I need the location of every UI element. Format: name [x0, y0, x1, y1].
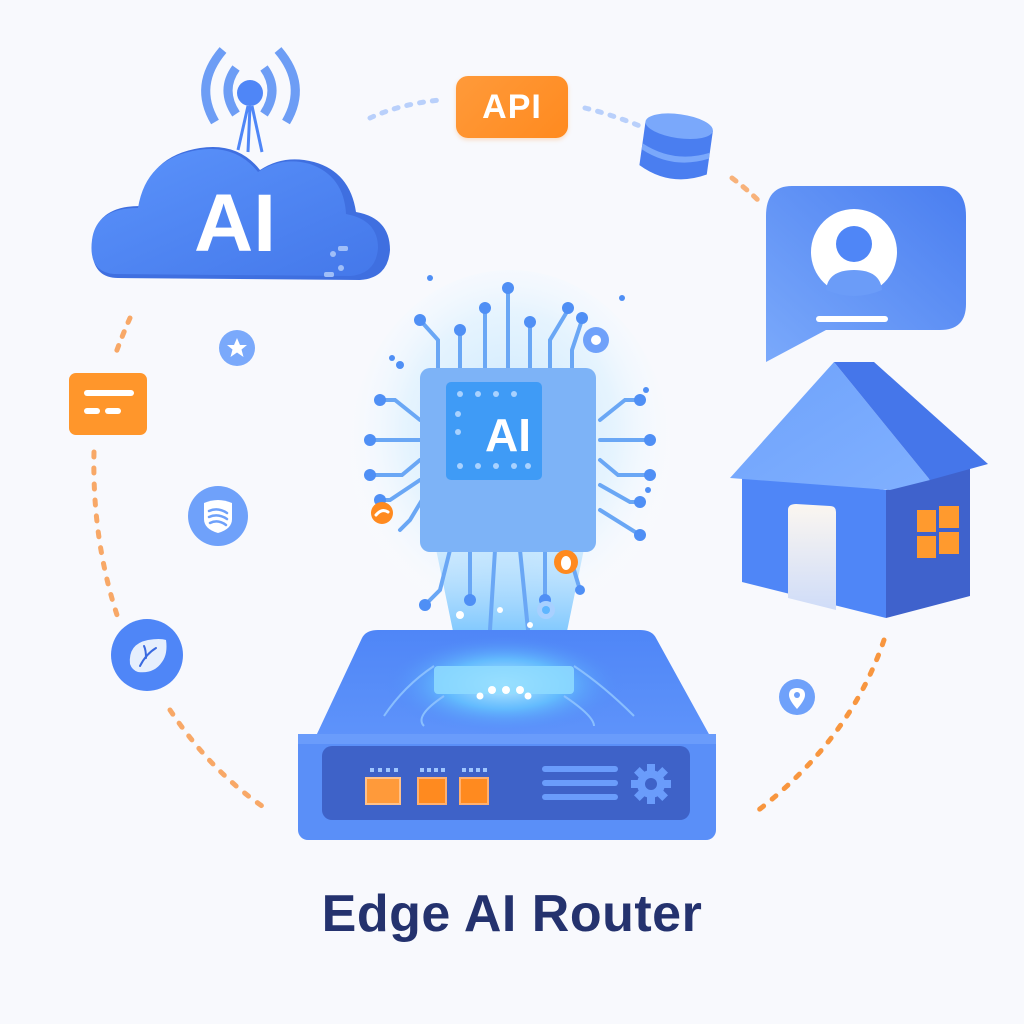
menu-lines-icon: [542, 766, 618, 800]
shield-icon: [188, 486, 248, 546]
location-pin-icon: [779, 679, 815, 715]
cloud-icon: [91, 47, 390, 280]
star-icon: [219, 330, 255, 366]
user-chat-bubble-icon: [766, 186, 966, 362]
antenna-signal-icon: [201, 47, 300, 125]
database-icon: [639, 113, 713, 180]
ai-chip-icon: [350, 270, 670, 672]
page-title: Edge AI Router: [321, 885, 703, 943]
api-label: API: [482, 87, 542, 126]
leaf-icon: [111, 619, 183, 691]
api-badge: API: [456, 76, 568, 138]
house-icon: [730, 362, 988, 618]
cloud-ai-label: AI: [194, 178, 276, 269]
chip-ai-label: AI: [485, 409, 531, 461]
gear-icon: [631, 764, 671, 804]
router-device-icon: [298, 630, 716, 840]
message-card-icon: [69, 373, 147, 435]
